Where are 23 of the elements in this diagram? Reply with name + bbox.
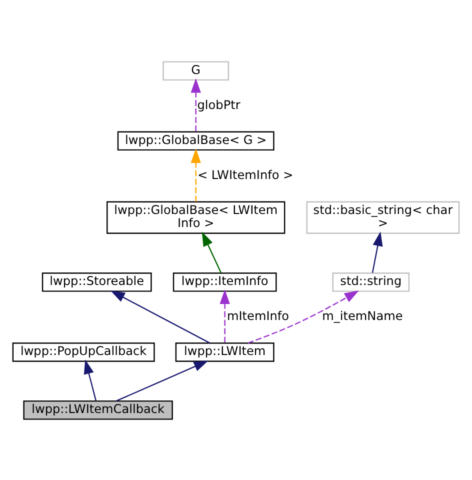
edge-label: globPtr	[197, 97, 240, 112]
arrow	[190, 148, 201, 202]
arrow	[248, 290, 359, 344]
arrow	[110, 290, 210, 343]
arrow	[220, 288, 230, 342]
edge-label: mItemInfo	[227, 308, 290, 323]
node-box: lwpp::PopUpCallback	[12, 342, 155, 362]
node-box: G	[162, 60, 230, 80]
node-box: std::basic_string< char >	[306, 200, 460, 234]
node-box: lwpp::LWItemCallback	[23, 400, 173, 420]
arrow	[190, 78, 201, 131]
node-box: lwpp::LWItem	[175, 342, 274, 362]
node-box: lwpp::GlobalBase< G >	[117, 130, 274, 150]
node-box: lwpp::ItemInfo	[172, 272, 277, 292]
arrow	[202, 231, 222, 273]
arrow	[116, 360, 208, 401]
edge-label: < LWItemInfo >	[197, 167, 294, 182]
arrow	[84, 358, 97, 400]
node-box: lwpp::GlobalBase< LWItem Info >	[106, 200, 286, 234]
node-box: lwpp::Storeable	[42, 272, 152, 292]
arrow	[372, 231, 383, 272]
edge-label: m_itemName	[322, 308, 403, 323]
node-box: std::string	[332, 272, 410, 292]
